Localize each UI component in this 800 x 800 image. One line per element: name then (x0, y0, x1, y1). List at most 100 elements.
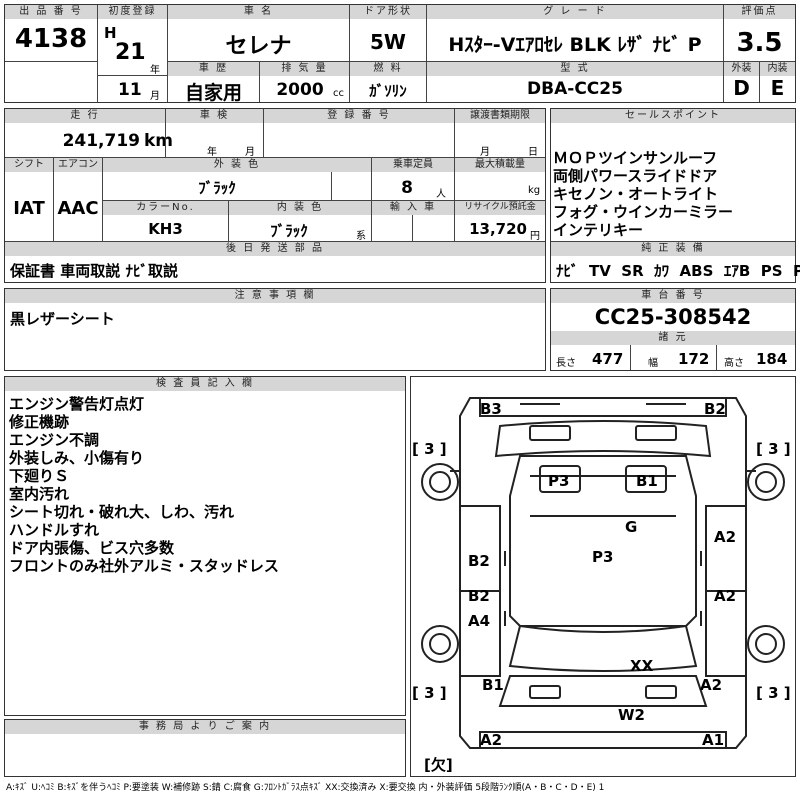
sales-item: キセノン・オートライト (553, 185, 719, 203)
mark-g: G (625, 518, 638, 536)
inspector-note: フロントのみ社外アルミ・スタッドレス (9, 557, 279, 575)
lot-number-label: 出 品 番 号 (5, 5, 97, 19)
mileage-unit: km (144, 131, 174, 151)
length: 477 (592, 350, 624, 368)
fuel: ｶﾞｿﾘﾝ (369, 82, 407, 100)
mark-b2-top: B2 (704, 400, 726, 418)
inspector-note: 下廻りＳ (9, 467, 70, 485)
lot-number: 4138 (14, 24, 88, 54)
mark-a2-r1: A2 (714, 528, 737, 546)
mark-b1-bot: B1 (482, 676, 504, 694)
mark-a2-bot: A2 (480, 731, 503, 749)
chassis-label: 車 台 番 号 (551, 289, 795, 303)
score: 3.5 (736, 28, 783, 58)
sales-item: フォグ・ウインカーミラー (553, 203, 734, 221)
inspector-note: ハンドルすれ (9, 521, 100, 539)
car-name-label: 車 名 (168, 5, 349, 19)
equipment-list: ﾅﾋﾞ TV SR ｶﾜ ABS ｴｱB PS PW (556, 260, 800, 281)
aircon-label: エアコン (54, 158, 102, 172)
dims-label: 諸 元 (551, 331, 795, 345)
transfer-day-unit: 日 (528, 147, 538, 158)
spec-block (4, 108, 546, 283)
sales-label: セールスポイント (551, 109, 795, 123)
equipment-item: TV (588, 262, 611, 280)
inspection-year-unit: 年 (207, 147, 217, 158)
capacity: 8 (401, 178, 413, 198)
caution-block (4, 288, 546, 371)
equipment-item: ABS (679, 262, 714, 280)
tire-rear-right: [ 3 ] (756, 684, 791, 702)
history: 自家用 (184, 82, 242, 104)
inspector-note: 外装しみ、小傷有り (9, 449, 145, 467)
transfer-month-unit: 月 (480, 147, 490, 158)
recycle: 13,720 (469, 220, 527, 238)
office-block (4, 719, 406, 777)
exterior-grade: D (733, 76, 750, 100)
tire-front-right: [ 3 ] (756, 440, 791, 458)
sales-item: インテリキー (553, 221, 644, 239)
equipment-item: ﾅﾋﾞ (556, 262, 579, 280)
door-type: 5W (370, 30, 406, 54)
inspector-note: 修正機跡 (9, 413, 70, 431)
inspector-note: ドア内張傷、ビス穴多数 (9, 539, 175, 557)
height-label: 高さ (724, 358, 744, 369)
width: 172 (678, 350, 710, 368)
fuel-label: 燃 料 (350, 62, 426, 76)
mark-a2-r3: A2 (700, 676, 723, 694)
inspector-notes: エンジン警告灯点灯 修正機跡 エンジン不調 外装しみ、小傷有り 下廻りＳ 室内汚… (9, 395, 279, 575)
int-color-unit: 系 (356, 231, 366, 242)
diagram-block (410, 376, 796, 777)
shift-label: シフト (5, 158, 53, 172)
model-label: 型 式 (427, 62, 723, 76)
chassis-number: CC25-308542 (594, 305, 752, 329)
int-color-label: 内 装 色 (229, 201, 371, 215)
length-label: 長さ (556, 358, 576, 369)
chassis-block (550, 288, 796, 371)
width-label: 幅 (648, 358, 658, 369)
score-label: 評価点 (724, 5, 795, 19)
displacement-unit: cc (333, 88, 344, 99)
height: 184 (756, 350, 788, 368)
equipment-item: SR (621, 262, 644, 280)
mark-b3: B3 (480, 400, 502, 418)
ext-color-label: 外 装 色 (103, 158, 371, 172)
mileage: 241,719 (62, 131, 140, 151)
exterior-label: 外装 (724, 62, 759, 76)
equipment-item: PS (760, 262, 783, 280)
equipment-label: 純 正 装 備 (551, 242, 795, 256)
era: H (104, 24, 117, 42)
inspector-note: エンジン不調 (9, 431, 100, 449)
sales-list: ＭＯＰツインサンルーフ 両側パワースライドドア キセノン・オートライト フォグ・… (553, 149, 733, 239)
shift: IAT (13, 198, 45, 219)
int-color: ﾌﾞﾗｯｸ (270, 222, 308, 240)
equipment-item: ｶﾜ (654, 262, 670, 280)
inspector-block (4, 376, 406, 716)
caution-label: 注 意 事 項 欄 (5, 289, 545, 303)
color-no: KH3 (148, 220, 183, 238)
inspection-label: 車 検 (166, 109, 263, 123)
inspector-note: エンジン警告灯点灯 (9, 395, 145, 413)
later-parts-label: 後 日 発 送 部 品 (5, 242, 545, 256)
reg-month: 11 (118, 80, 142, 100)
color-no-label: カラーNo. (103, 201, 228, 215)
sales-item: ＭＯＰツインサンルーフ (553, 149, 718, 167)
model: DBA-CC25 (527, 79, 623, 99)
mark-a4: A4 (468, 612, 491, 630)
caution-text: 黒レザーシート (10, 310, 115, 328)
inspection-month-unit: 月 (245, 147, 255, 158)
mark-b2-left2: B2 (468, 587, 490, 605)
inspector-note: シート切れ・破れ大、しわ、汚れ (9, 503, 235, 521)
year-unit: 年 (150, 65, 160, 76)
grade: Hｽﾀｰ-Vｴｱﾛｾﾚ BLK ﾚｻﾞ ﾅﾋﾞ P (448, 34, 702, 56)
capacity-unit: 人 (436, 189, 446, 200)
transfer-label: 譲渡書類期限 (455, 109, 545, 123)
interior-label: 内装 (760, 62, 795, 76)
inspector-note: 室内汚れ (9, 485, 70, 503)
mark-p3-top: P3 (548, 472, 570, 490)
door-label: ドア形状 (350, 5, 426, 19)
inspector-label: 検 査 員 記 入 欄 (5, 377, 405, 391)
capacity-label: 乗車定員 (372, 158, 454, 172)
plate-label: 登 録 番 号 (264, 109, 454, 123)
reg-year: 21 (115, 40, 146, 65)
mark-a2-r2: A2 (714, 587, 737, 605)
